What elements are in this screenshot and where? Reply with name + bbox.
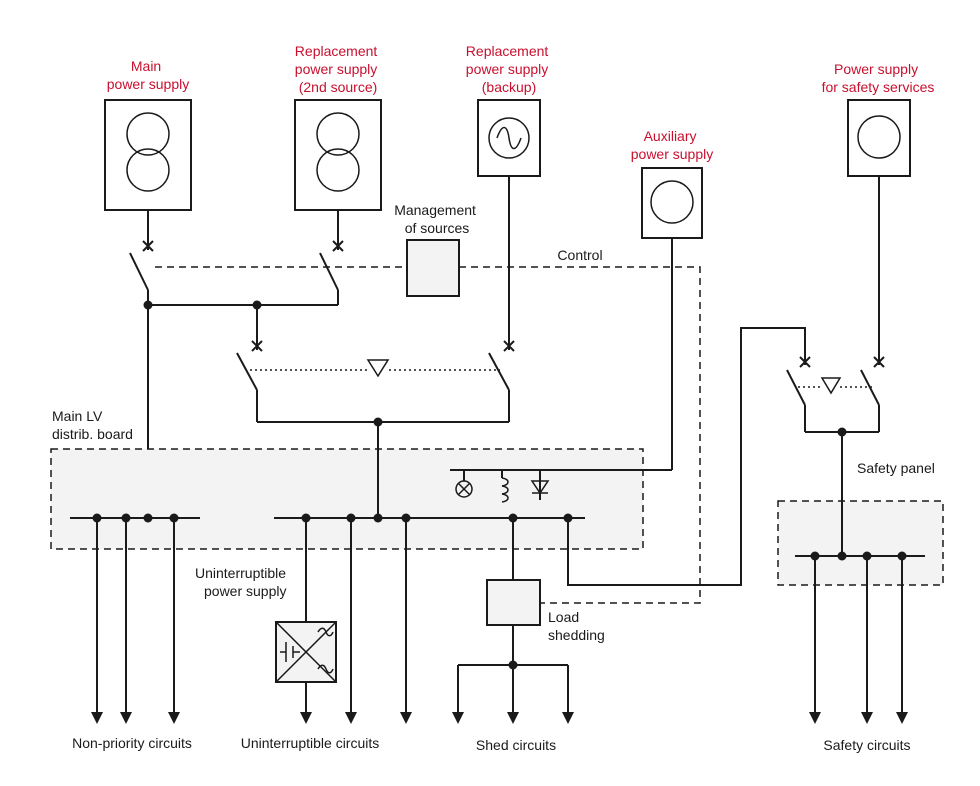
control-line — [155, 266, 701, 604]
shed-feeders — [452, 665, 574, 724]
main-lv-label: Main LV distrib. board — [52, 408, 133, 442]
load-shedding-label: Load shedding — [548, 609, 605, 643]
main-transformer — [104, 99, 192, 211]
diode-icon — [530, 470, 550, 500]
safety-circuits-label: Safety circuits — [823, 737, 910, 753]
second-source-breaker — [319, 210, 344, 305]
second-source-transformer — [294, 99, 382, 211]
lamp-icon — [455, 470, 473, 498]
backup-generator — [477, 99, 541, 177]
safety-feeders — [809, 556, 908, 724]
load-shedding-unit — [486, 579, 541, 626]
main-supply-title: Main power supply — [107, 58, 190, 92]
transfer-switch — [236, 176, 515, 423]
non-priority-feeders — [91, 518, 180, 724]
safety-normal-feed — [567, 327, 806, 586]
ups-label-2: power supply — [204, 583, 287, 599]
replacement-backup-title: Replacement power supply (backup) — [466, 43, 552, 95]
safety-supply-title: Power supply for safety services — [822, 61, 935, 95]
main-breaker — [129, 210, 154, 305]
uninterruptible-feeders — [300, 518, 412, 724]
auxiliary-supply-title: Auxiliary power supply — [631, 128, 714, 162]
replacement-2nd-title: Replacement power supply (2nd source) — [295, 43, 381, 95]
shed-label: Shed circuits — [476, 737, 556, 753]
management-label: Management of sources — [394, 202, 480, 236]
uninterruptible-label: Uninterruptible circuits — [241, 735, 380, 751]
non-priority-label: Non-priority circuits — [72, 735, 192, 751]
management-unit — [406, 239, 460, 297]
safety-panel — [777, 500, 944, 586]
safety-transfer-switch — [786, 176, 885, 433]
main-lv-board — [50, 448, 644, 550]
auxiliary-source — [641, 167, 703, 239]
ups-label-1: Uninterruptible — [195, 565, 286, 581]
safety-panel-label: Safety panel — [857, 460, 935, 476]
safety-source — [847, 99, 911, 177]
control-label: Control — [557, 247, 602, 263]
coil-icon — [501, 470, 509, 503]
ups-unit — [275, 621, 337, 683]
